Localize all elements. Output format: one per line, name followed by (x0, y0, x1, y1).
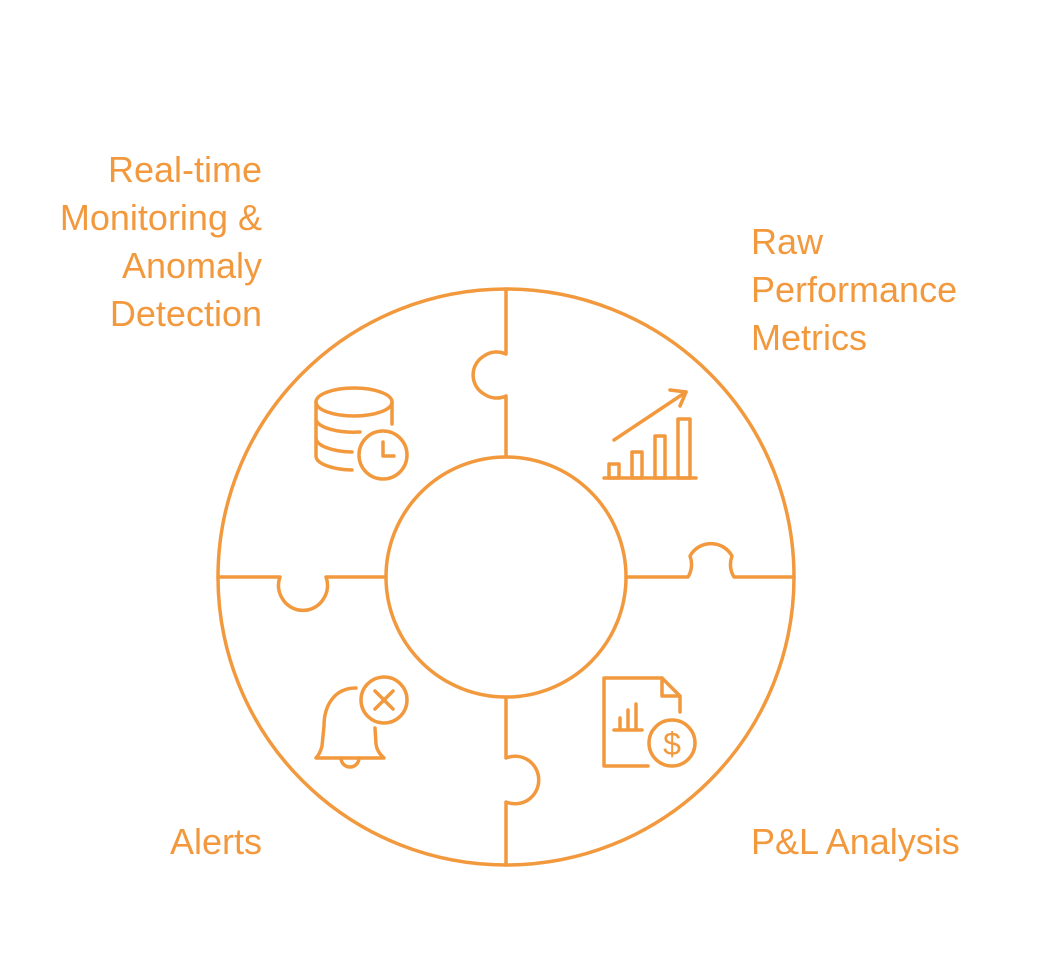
inner-ring (384, 455, 628, 699)
label-line: Performance (751, 269, 958, 310)
label-line: Metrics (751, 317, 867, 358)
bell-cancel-icon (314, 675, 409, 769)
financial-report-dollar-icon: $ (602, 676, 697, 768)
label-realtime-monitoring: Real-time Monitoring & Anomaly Detection (60, 146, 262, 338)
divider-bottom (504, 695, 541, 867)
label-line: Alerts (169, 821, 262, 862)
database-clock-icon (314, 386, 409, 481)
bar-chart-growth-icon (602, 388, 698, 480)
svg-text:$: $ (663, 726, 681, 762)
outer-ring (216, 287, 796, 867)
label-line: Real-time (107, 149, 262, 190)
label-line: Detection (109, 293, 262, 334)
divider-right (624, 541, 796, 579)
label-line: P&L Analysis (751, 821, 960, 862)
label-line: Raw (751, 221, 824, 262)
divider-top (471, 287, 508, 459)
divider-left (216, 575, 388, 613)
label-line: Anomaly (121, 245, 262, 286)
label-pnl-analysis: P&L Analysis (751, 818, 960, 866)
label-raw-performance-metrics: Raw Performance Metrics (751, 218, 957, 362)
label-line: Monitoring & (59, 197, 262, 238)
label-alerts: Alerts (170, 818, 262, 866)
